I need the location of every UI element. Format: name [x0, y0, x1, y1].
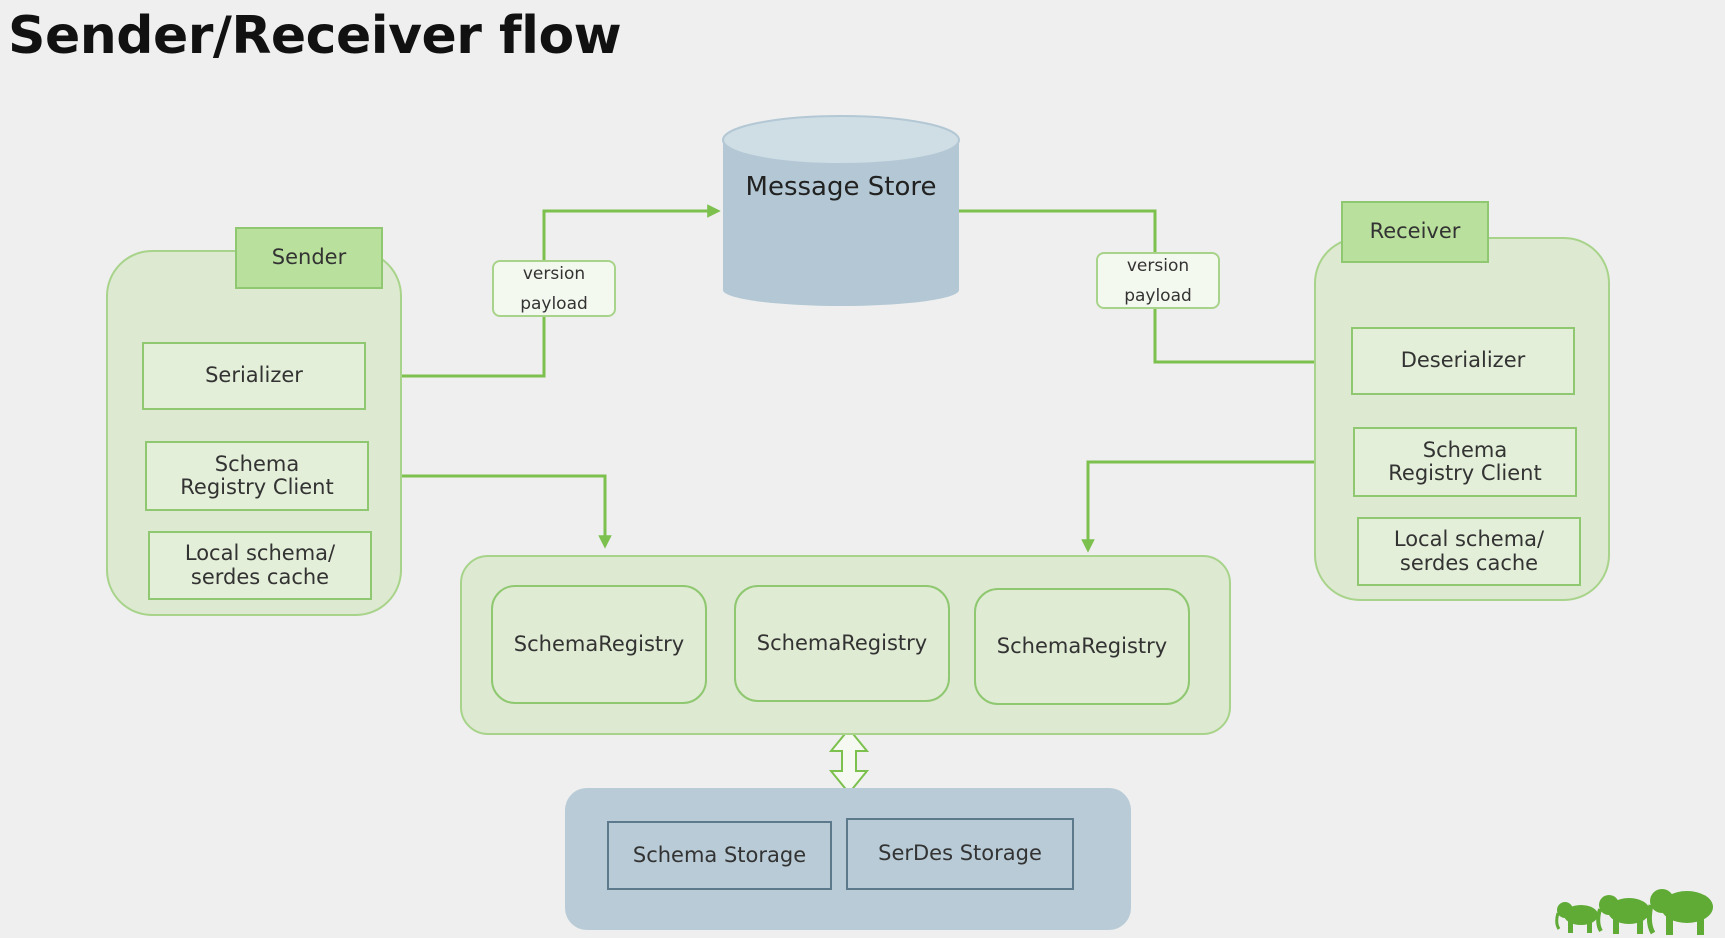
message-store-cylinder: [722, 115, 960, 306]
schema-registry-node: SchemaRegistry: [734, 585, 950, 702]
sender-registry-arrow: [371, 469, 612, 549]
serializer-box: Serializer: [142, 342, 366, 410]
receiver-local-cache-box: Local schema/ serdes cache: [1357, 517, 1581, 586]
receiver-label-version: version: [1126, 255, 1190, 276]
schema-registry-node: SchemaRegistry: [974, 588, 1190, 705]
receiver-tag: Receiver: [1341, 201, 1489, 263]
sender-version-payload-label: version payload: [492, 260, 616, 317]
deserializer-box: Deserializer: [1351, 327, 1575, 395]
registry-storage-double-arrow: [828, 727, 870, 795]
sender-local-cache-box: Local schema/ serdes cache: [148, 531, 372, 600]
receiver-registry-arrow: [1081, 455, 1353, 553]
sender-label-payload: payload: [520, 293, 588, 314]
sender-tag: Sender: [235, 227, 383, 289]
message-store-label: Message Store: [745, 172, 937, 202]
receiver-version-payload-label: version payload: [1096, 252, 1220, 309]
serdes-storage-box: SerDes Storage: [846, 818, 1074, 890]
elephants-logo-icon: [1555, 889, 1713, 935]
schema-registry-node: SchemaRegistry: [491, 585, 707, 704]
sender-label-version: version: [522, 263, 586, 284]
receiver-label-payload: payload: [1124, 285, 1192, 306]
schema-storage-box: Schema Storage: [607, 821, 832, 890]
sender-registry-client-box: Schema Registry Client: [145, 441, 369, 511]
receiver-registry-client-box: Schema Registry Client: [1353, 427, 1577, 497]
page-title: Sender/Receiver flow: [8, 6, 622, 66]
